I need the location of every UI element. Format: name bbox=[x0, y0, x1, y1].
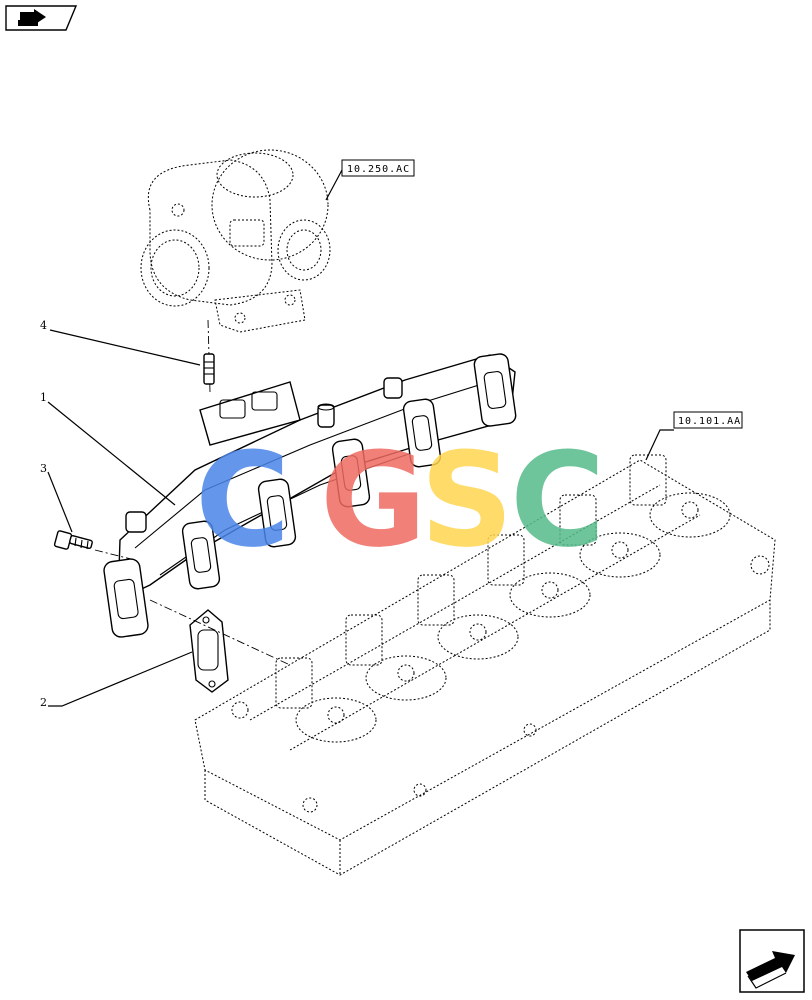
exhaust-manifold bbox=[103, 353, 517, 638]
folder-arrow-icon[interactable] bbox=[5, 5, 78, 31]
cylinder-head bbox=[194, 454, 776, 876]
watermark-letter-4: C bbox=[510, 424, 605, 576]
watermark: C G S C bbox=[195, 424, 605, 576]
leader-item-2 bbox=[48, 651, 193, 707]
watermark-letter-3: S bbox=[420, 424, 514, 576]
next-page-arrow-icon[interactable] bbox=[739, 929, 805, 993]
callout-item-3[interactable]: 3 bbox=[40, 462, 47, 475]
ref-leader-turbo bbox=[325, 169, 343, 201]
bolt-part bbox=[53, 530, 93, 550]
ref-box-cylinder-head[interactable]: 10.101.AA bbox=[673, 411, 743, 429]
watermark-letter-1: C bbox=[195, 424, 290, 576]
leader-item-3 bbox=[47, 471, 73, 533]
turbocharger bbox=[140, 149, 331, 333]
ref-box-turbocharger[interactable]: 10.250.AC bbox=[341, 159, 415, 177]
callout-item-4[interactable]: 4 bbox=[40, 319, 47, 332]
watermark-letter-2: G bbox=[320, 424, 427, 576]
ref-leader-head bbox=[645, 429, 674, 461]
callout-item-1[interactable]: 1 bbox=[40, 391, 47, 404]
alignment-line-1 bbox=[149, 599, 291, 666]
gasket-part bbox=[189, 609, 229, 693]
leader-item-1 bbox=[47, 401, 176, 506]
ref-label-cylinder-head: 10.101.AA bbox=[678, 416, 741, 427]
alignment-line-2 bbox=[94, 549, 136, 561]
callout-item-2[interactable]: 2 bbox=[40, 696, 47, 709]
stud-part bbox=[203, 353, 215, 385]
ref-label-turbocharger: 10.250.AC bbox=[347, 164, 410, 175]
leader-item-4 bbox=[49, 329, 201, 366]
